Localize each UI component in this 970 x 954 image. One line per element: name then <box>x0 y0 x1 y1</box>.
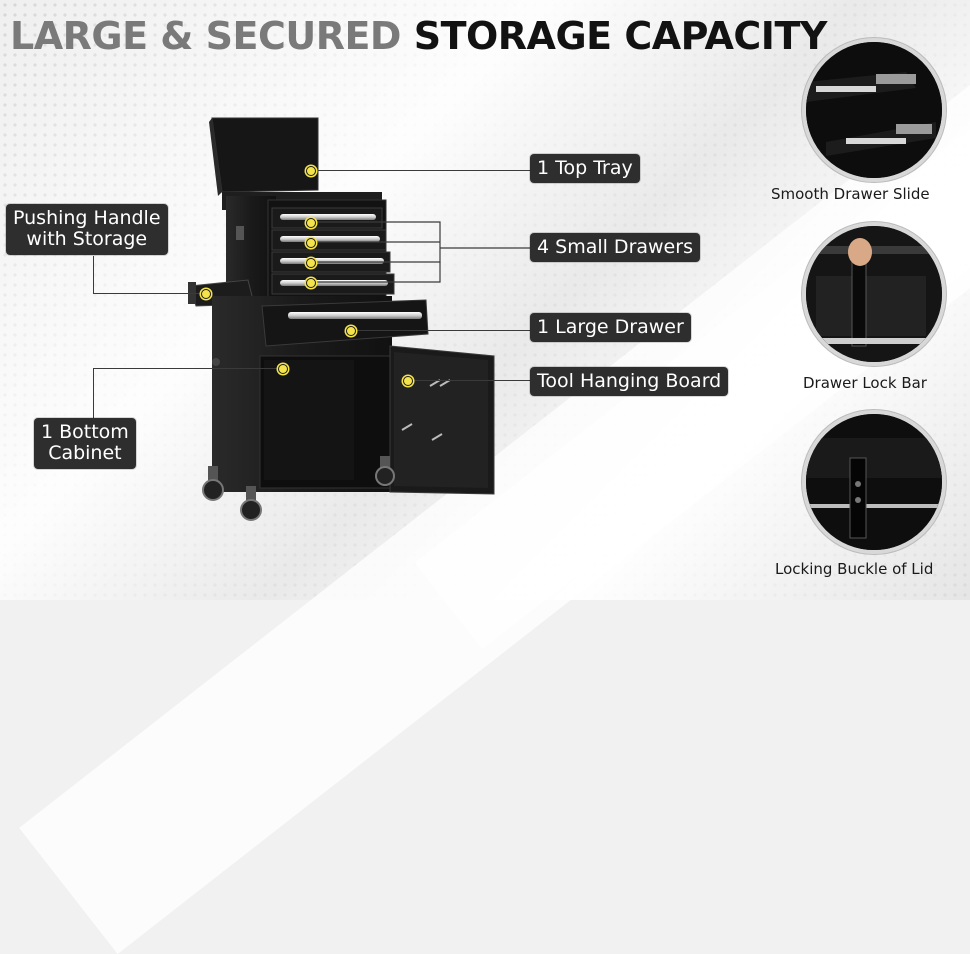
label-small-drawers: 4 Small Drawers <box>530 233 700 263</box>
callout-line-cabinet-v <box>93 368 95 418</box>
drawer-bracket-lines <box>314 221 530 283</box>
marker-large-drawer <box>346 326 356 336</box>
label-tool-board: Tool Hanging Board <box>530 367 729 397</box>
callout-line-handle-h <box>93 293 205 295</box>
label-handle: Pushing Handle with Storage <box>6 204 168 255</box>
lower-cabinet <box>212 296 495 495</box>
label-top-tray: 1 Top Tray <box>530 154 640 184</box>
label-cabinet-line-1: 1 Bottom <box>41 421 129 443</box>
marker-drawer-2 <box>306 238 316 248</box>
label-handle-line-2: with Storage <box>26 228 148 251</box>
caption-drawer-slide: Smooth Drawer Slide <box>771 185 930 203</box>
marker-drawer-3 <box>306 258 316 268</box>
marker-cabinet <box>278 364 288 374</box>
lock-bar-photo <box>806 226 942 362</box>
label-small-drawers-text: 4 Small Drawers <box>537 236 693 258</box>
label-handle-line-1: Pushing Handle <box>13 207 161 229</box>
callout-line-handle-v <box>93 256 95 294</box>
wheels <box>202 456 395 521</box>
headline: LARGE & SECURED STORAGE CAPACITY <box>10 14 827 58</box>
detail-lid-buckle <box>802 410 946 554</box>
caption-lid-buckle: Locking Buckle of Lid <box>775 560 934 578</box>
callout-line-large-drawer <box>352 330 530 332</box>
headline-part-2: STORAGE CAPACITY <box>413 14 828 58</box>
detail-drawer-slide <box>802 38 946 182</box>
callout-line-top-tray <box>314 170 530 172</box>
label-cabinet: 1 Bottom Cabinet <box>34 418 136 469</box>
detail-lock-bar <box>802 222 946 366</box>
marker-drawer-1 <box>306 218 316 228</box>
tool-chest-illustration <box>188 117 530 521</box>
drawer-slide-photo <box>806 42 942 178</box>
label-cabinet-line-2: Cabinet <box>48 442 122 465</box>
label-large-drawer: 1 Large Drawer <box>530 313 691 343</box>
caption-lock-bar: Drawer Lock Bar <box>803 374 927 392</box>
marker-handle <box>201 289 211 299</box>
label-large-drawer-text: 1 Large Drawer <box>537 316 684 338</box>
label-top-tray-text: 1 Top Tray <box>537 157 633 179</box>
lid-buckle-photo <box>806 414 942 550</box>
callout-line-cabinet-h <box>93 368 283 370</box>
callout-line-tool-board <box>410 380 530 382</box>
marker-drawer-4 <box>306 278 316 288</box>
headline-part-1: LARGE & SECURED <box>10 14 401 58</box>
marker-tool-board <box>403 376 413 386</box>
label-tool-board-text: Tool Hanging Board <box>537 370 722 392</box>
marker-top-tray <box>306 166 316 176</box>
